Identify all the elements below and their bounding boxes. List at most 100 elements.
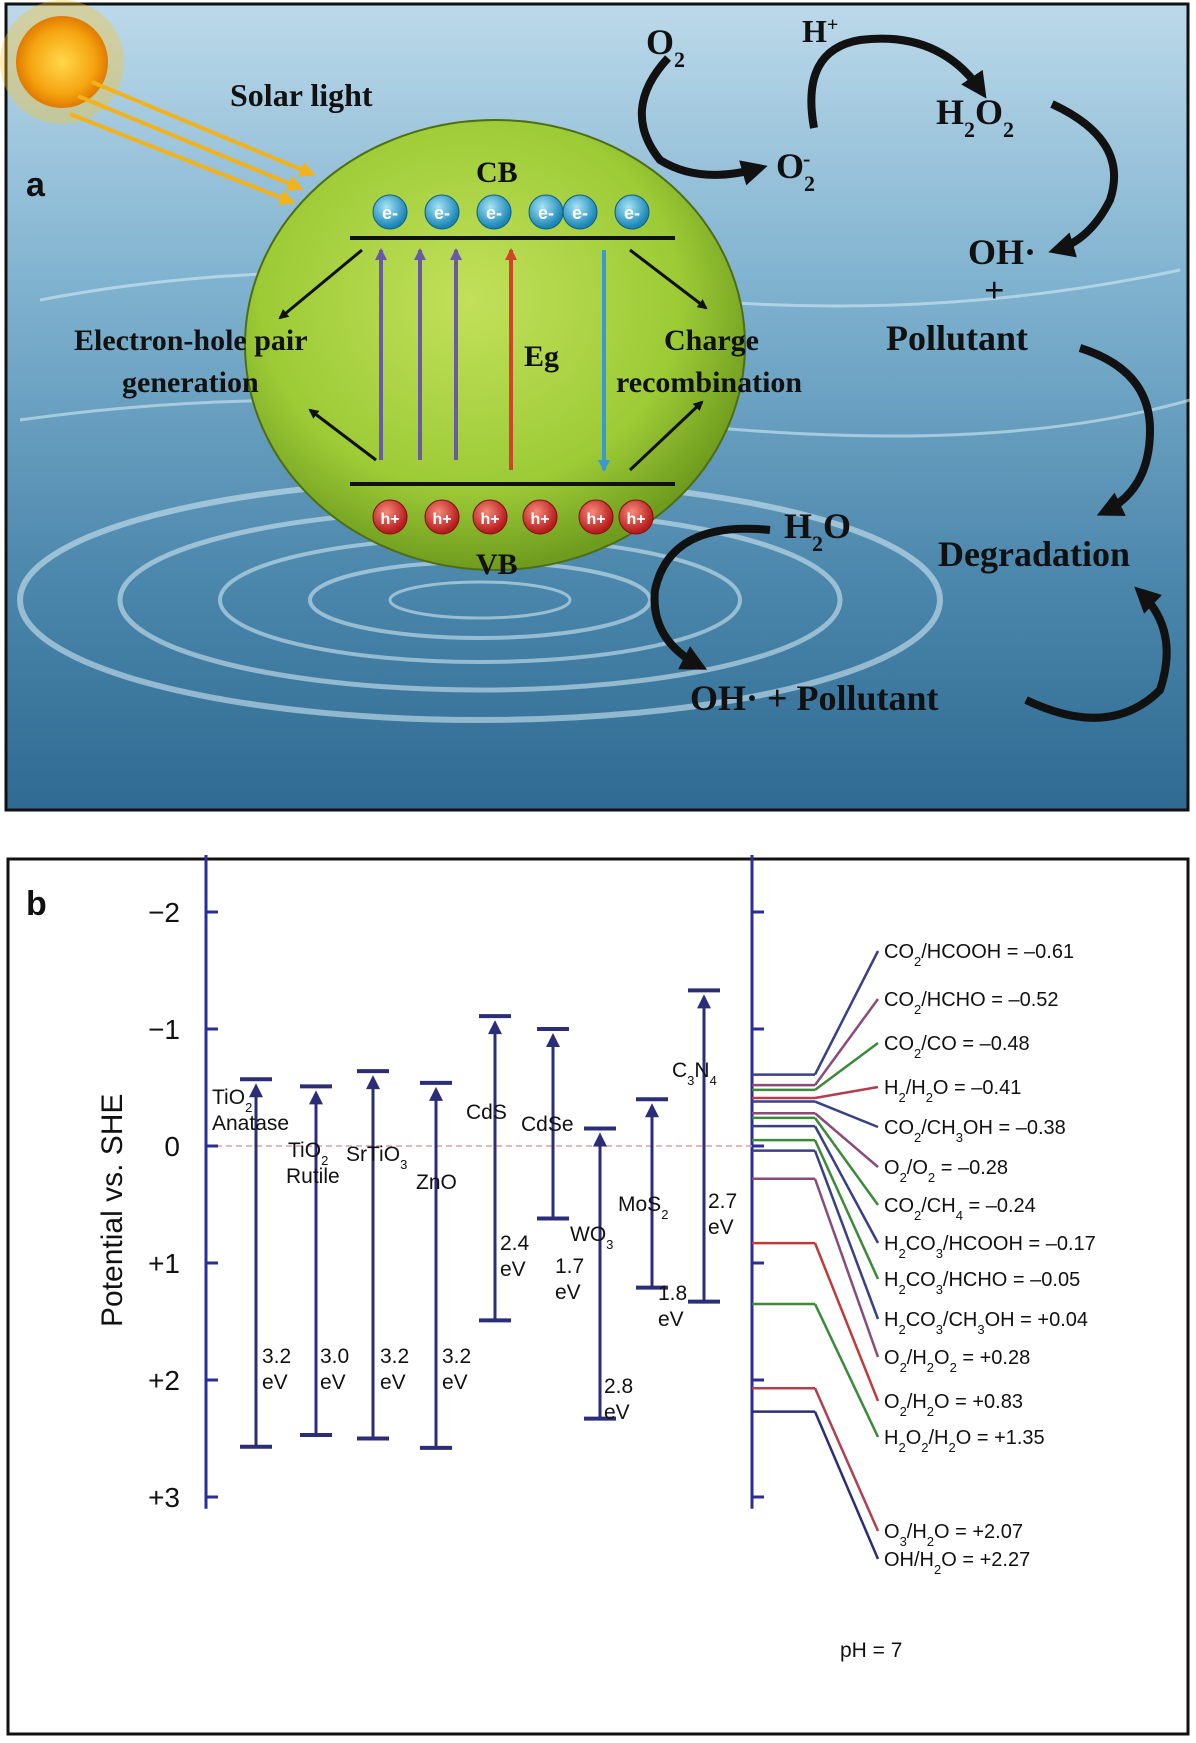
bandgap-value-label: eV xyxy=(380,1371,406,1394)
charge-recombination-label-line2: recombination xyxy=(616,366,802,399)
y-tick-label: +2 xyxy=(148,1365,180,1396)
o2-label: O2 xyxy=(646,22,685,72)
redox-connector-line xyxy=(814,1041,879,1091)
y-axis-label: Potential vs. SHE xyxy=(96,1094,129,1327)
oh-pollutant-to-degradation-arrow xyxy=(1024,586,1171,722)
svg-text:e-: e- xyxy=(486,203,502,223)
hole-row: h+ h+ h+ h+ h+ h+ xyxy=(372,499,654,535)
bandgap-arrowhead xyxy=(309,1090,323,1105)
bandgap-value-label: eV xyxy=(604,1401,630,1424)
redox-connector-line xyxy=(813,1387,880,1532)
pollutant-label: Pollutant xyxy=(886,318,1028,358)
h2o-to-oh-arrow xyxy=(650,524,771,670)
svg-text:h+: h+ xyxy=(626,511,645,528)
oh-pollutant-label: OH· + Pollutant xyxy=(690,678,939,718)
excitation-arrows xyxy=(375,248,610,472)
eh-pair-label-line1: Electron-hole pair xyxy=(74,324,308,357)
bandgap-value-label: 3.0 xyxy=(320,1345,349,1368)
h2o2-to-oh-arrow xyxy=(1048,100,1118,258)
redox-connector-line xyxy=(813,1139,880,1280)
bandgap-value-label: eV xyxy=(658,1308,684,1331)
band-wo3 xyxy=(584,1126,616,1421)
band-tio2-anatase xyxy=(240,1077,272,1449)
bandgap-arrowhead xyxy=(593,1132,607,1147)
redox-connector-line xyxy=(813,1125,880,1244)
y-tick-label: −1 xyxy=(148,1014,180,1045)
svg-text:h+: h+ xyxy=(380,511,399,528)
oh-radical-label: OH· xyxy=(968,232,1036,272)
bandgap-value-label: 3.2 xyxy=(262,1345,291,1368)
y-tick-label: +3 xyxy=(148,1482,180,1513)
svg-text:h+: h+ xyxy=(586,511,605,528)
semiconductor-name-label: ZnO xyxy=(416,1171,457,1194)
bandgap-value-label: 1.8 xyxy=(658,1282,687,1305)
bandgap-value-label: eV xyxy=(320,1371,346,1394)
panel-a-svg: Solar light a CB VB e- e- e- e- e- e- h+… xyxy=(0,0,1191,812)
band-srtio3 xyxy=(357,1069,389,1441)
bandgap-arrowhead xyxy=(366,1075,380,1090)
redox-connector-line xyxy=(814,1085,879,1100)
electron-icon: e- xyxy=(424,194,460,230)
hole-icon: h+ xyxy=(372,499,408,535)
svg-text:e-: e- xyxy=(624,203,640,223)
band-zno xyxy=(420,1080,452,1450)
bandgap-value-label: eV xyxy=(262,1371,288,1394)
redox-connector-line xyxy=(813,998,880,1086)
bandgap-arrowhead xyxy=(645,1103,659,1118)
electron-icon: e- xyxy=(372,194,408,230)
bandgap-arrowhead xyxy=(249,1083,263,1098)
bandgap-value-label: 2.4 xyxy=(500,1232,530,1255)
hole-icon: h+ xyxy=(522,499,558,535)
band-cds xyxy=(479,1014,511,1323)
semiconductor-name-label: Anatase xyxy=(212,1112,289,1135)
hole-icon: h+ xyxy=(578,499,614,535)
bandgap-arrowhead xyxy=(488,1020,502,1035)
hole-icon: h+ xyxy=(424,499,460,535)
svg-text:h+: h+ xyxy=(480,511,499,528)
electron-icon: e- xyxy=(476,194,512,230)
bandgap-value-label: 2.7 xyxy=(708,1190,737,1213)
h2o2-label: H2O2 xyxy=(936,92,1014,142)
panel-b-label: b xyxy=(26,885,47,923)
sunlight-rays xyxy=(69,80,316,206)
semiconductor-name-label: CdSe xyxy=(521,1113,574,1136)
redox-connector-line xyxy=(813,1411,880,1560)
y-tick-label: 0 xyxy=(164,1131,180,1162)
superoxide-to-h2o2-arrow xyxy=(807,34,987,129)
electron-icon: e- xyxy=(614,194,650,230)
photocatalyst-particle xyxy=(244,119,746,571)
band-mos2 xyxy=(636,1097,668,1290)
redox-connector-line xyxy=(813,1303,880,1438)
y-tick-label: −2 xyxy=(148,897,180,928)
vb-label: VB xyxy=(476,548,518,581)
electron-icon: e- xyxy=(528,194,564,230)
redox-connector-line xyxy=(813,950,880,1076)
redox-connector-line xyxy=(813,1242,880,1402)
bandgap-value-label: eV xyxy=(555,1281,581,1304)
panel-a-photocatalysis-scheme: Solar light a CB VB e- e- e- e- e- e- h+… xyxy=(0,0,1196,815)
bandgap-value-label: eV xyxy=(500,1258,526,1281)
svg-text:e-: e- xyxy=(434,203,450,223)
bandgap-value-label: 3.2 xyxy=(380,1345,409,1368)
hole-icon: h+ xyxy=(618,499,654,535)
electron-row: e- e- e- e- e- e- xyxy=(372,194,650,230)
solar-light-label: Solar light xyxy=(230,77,373,113)
h2o-label: H2O xyxy=(784,506,851,556)
axes-layer: −2−10+1+2+3 xyxy=(148,825,764,1513)
o2-to-superoxide-arrow xyxy=(637,55,768,186)
bandgap-eg-label: Eg xyxy=(524,340,559,373)
svg-text:e-: e- xyxy=(572,203,588,223)
bandgap-arrowhead xyxy=(546,1033,560,1047)
ph-note: pH = 7 xyxy=(840,1639,902,1662)
plus-label: + xyxy=(984,270,1005,310)
svg-text:h+: h+ xyxy=(432,511,451,528)
bandgap-value-label: 1.7 xyxy=(555,1255,584,1278)
cb-label: CB xyxy=(476,156,518,189)
redox-connector-line xyxy=(813,1150,880,1320)
redox-connector-line xyxy=(813,1117,880,1206)
pollutant-to-degradation-arrow xyxy=(1078,344,1155,516)
diagonal-arrows xyxy=(278,248,708,472)
h-plus-label: H+ xyxy=(802,13,838,49)
charge-recombination-label-line1: Charge xyxy=(664,324,759,357)
